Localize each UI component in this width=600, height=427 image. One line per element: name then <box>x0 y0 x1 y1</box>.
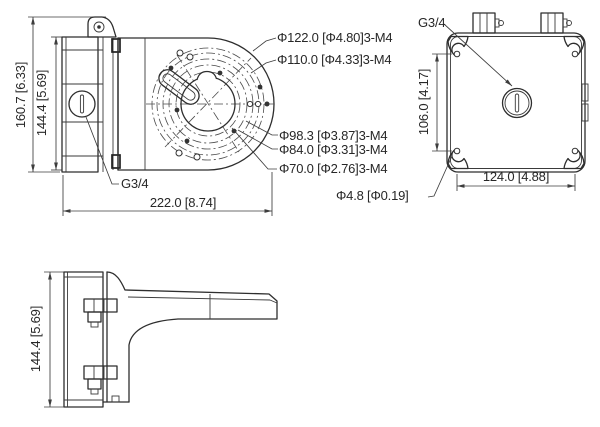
box-height-dimension: 106.0 [4.17] <box>416 53 452 152</box>
leader-line <box>250 59 277 74</box>
corner-hole <box>571 50 579 58</box>
body-height-dimension: 144.4 [5.69] <box>34 36 62 171</box>
corner-hole <box>453 147 461 155</box>
overall-height-dim-label: 160.7 [6.33] <box>13 62 28 128</box>
box-width-dimension: 124.0 [4.88] <box>456 169 576 191</box>
cable-gland <box>472 12 504 34</box>
leader-arrow <box>443 23 513 87</box>
gland-screw <box>494 18 500 28</box>
bolt-circle-label-70: Φ70.0 [Φ2.76]3-M4 <box>279 161 387 176</box>
foot-tab <box>111 395 120 403</box>
thread-plug <box>68 90 96 118</box>
profile-height-dimension: 144.4 [5.69] <box>28 271 64 408</box>
cable-gland <box>540 12 572 34</box>
overall-width-dim-label: 222.0 [8.74] <box>150 195 216 210</box>
gland-screw <box>562 18 568 28</box>
side-clip <box>581 103 589 122</box>
thread-plug <box>501 87 533 119</box>
side-clip <box>581 83 589 102</box>
flange <box>111 37 121 171</box>
cable-slot <box>158 69 200 105</box>
leader-line <box>252 37 277 52</box>
box-height-dim-label: 106.0 [4.17] <box>416 69 431 135</box>
corner-hole <box>571 147 579 155</box>
latch-clip <box>111 38 121 53</box>
plug-slot <box>514 93 520 113</box>
thread-size-label: G3/4 <box>418 15 445 30</box>
body-height-dim-label: 144.4 [5.69] <box>34 70 49 136</box>
box-width-dim-label: 124.0 [4.88] <box>483 169 549 184</box>
profile-height-dim-label: 144.4 [5.69] <box>28 306 43 372</box>
plug-slot <box>79 94 85 114</box>
leader-line <box>427 155 453 198</box>
corner-tab <box>563 149 585 170</box>
thread-size-label: G3/4 <box>121 176 148 191</box>
corner-hole-label: Φ4.8 [Φ0.19] <box>336 188 409 203</box>
back-box-outline <box>446 32 586 173</box>
corner-tab <box>447 149 469 170</box>
plate-outline <box>117 37 275 171</box>
back-box <box>446 32 589 173</box>
bracket-arm <box>106 271 278 403</box>
ear-hole <box>93 21 105 33</box>
box-outline <box>61 36 99 173</box>
bolt-hole-pattern <box>168 49 270 161</box>
corner-hole-callout: Φ4.8 [Φ0.19] <box>336 155 453 203</box>
latch-clip <box>111 154 121 169</box>
clamp-screw <box>83 298 118 328</box>
profile-view: 144.4 [5.69] <box>28 271 278 408</box>
wall-plate <box>63 271 130 408</box>
thread-callout: G3/4 <box>418 15 513 87</box>
bolt-circle-label-84: Φ84.0 [Φ3.31]3-M4 <box>279 142 387 157</box>
thread-callout: G3/4 <box>85 116 149 191</box>
corner-tabs <box>447 35 585 170</box>
leader-line <box>231 127 277 170</box>
leader-line <box>237 129 278 150</box>
overall-width-dimension: 222.0 [8.74] <box>62 172 273 216</box>
leader-line <box>245 120 278 136</box>
corner-tab <box>563 35 585 56</box>
junction-box <box>61 36 104 173</box>
overall-height-dimension: 160.7 [6.33] <box>13 16 106 173</box>
clamp-screw <box>83 365 118 395</box>
leader-line <box>85 116 119 185</box>
bolt-circle-label-122: Φ122.0 [Φ4.80]3-M4 <box>277 30 392 45</box>
side-view: 160.7 [6.33] 144.4 [5.69] <box>13 16 393 216</box>
bolt-circle-callouts: Φ122.0 [Φ4.80]3-M4 Φ110.0 [Φ4.33]3-M4 Φ9… <box>231 30 393 176</box>
center-hole-notch <box>196 70 218 81</box>
bolt-circle-label-98: Φ98.3 [Φ3.87]3-M4 <box>279 128 387 143</box>
back-view: G3/4 106.0 [4.17] 124.0 [4.88] Φ4.8 [Φ0.… <box>336 12 589 203</box>
mount-ear <box>87 16 117 38</box>
corner-hole <box>453 50 461 58</box>
bolt-circle-label-110: Φ110.0 [Φ4.33]3-M4 <box>277 52 391 67</box>
mounting-plate <box>117 37 276 171</box>
